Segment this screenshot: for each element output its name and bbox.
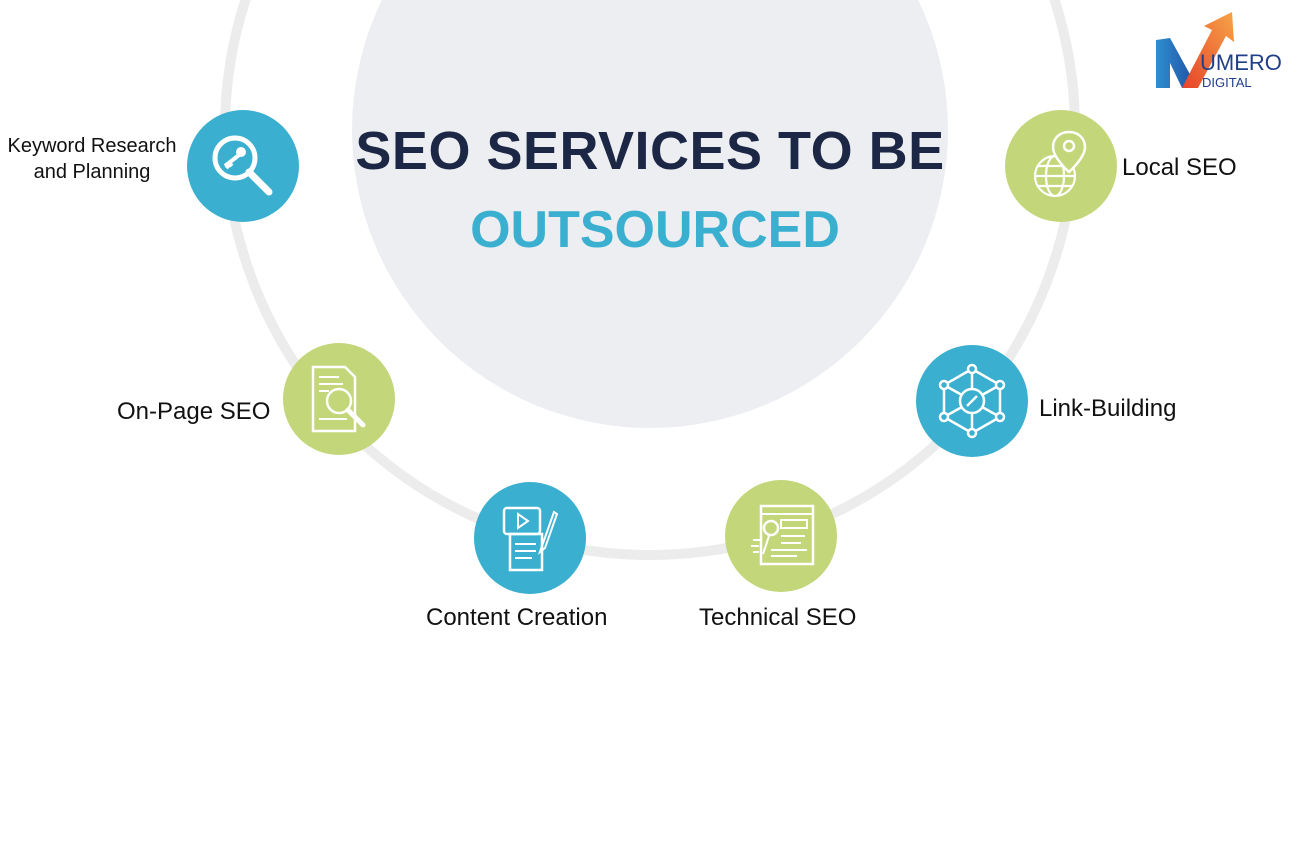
title-line-2: OUTSOURCED <box>470 201 840 259</box>
service-node-local-seo <box>1005 110 1117 222</box>
logo-sub-text: DIGITAL <box>1202 75 1252 90</box>
document-search-icon <box>311 365 366 433</box>
title-line-1: SEO SERVICES TO BE <box>355 121 945 181</box>
service-label-link-building: Link-Building <box>1039 395 1177 422</box>
link-network-icon <box>938 363 1006 439</box>
globe-pin-icon <box>1033 130 1087 198</box>
service-node-keyword-research <box>187 110 299 222</box>
video-content-icon <box>502 506 559 572</box>
service-label-technical-seo: Technical SEO <box>699 604 857 631</box>
service-label-keyword-research: Keyword Research and Planning <box>0 133 184 185</box>
service-node-on-page-seo <box>283 343 395 455</box>
label-line-2: and Planning <box>33 161 151 183</box>
label-line-1: Keyword Research <box>7 135 177 157</box>
key-search-icon <box>212 135 273 196</box>
logo-brand-text: UMERO <box>1200 50 1282 75</box>
numero-digital-logo: UMERO DIGITAL <box>1152 8 1297 93</box>
service-label-local-seo: Local SEO <box>1122 154 1237 181</box>
service-node-content-creation <box>474 482 586 594</box>
service-label-on-page-seo: On-Page SEO <box>117 398 271 425</box>
service-node-technical-seo <box>725 480 837 592</box>
logo-mark-icon <box>1156 12 1234 88</box>
service-label-content-creation: Content Creation <box>426 604 608 631</box>
service-node-link-building <box>916 345 1028 457</box>
browser-code-icon <box>751 504 815 566</box>
